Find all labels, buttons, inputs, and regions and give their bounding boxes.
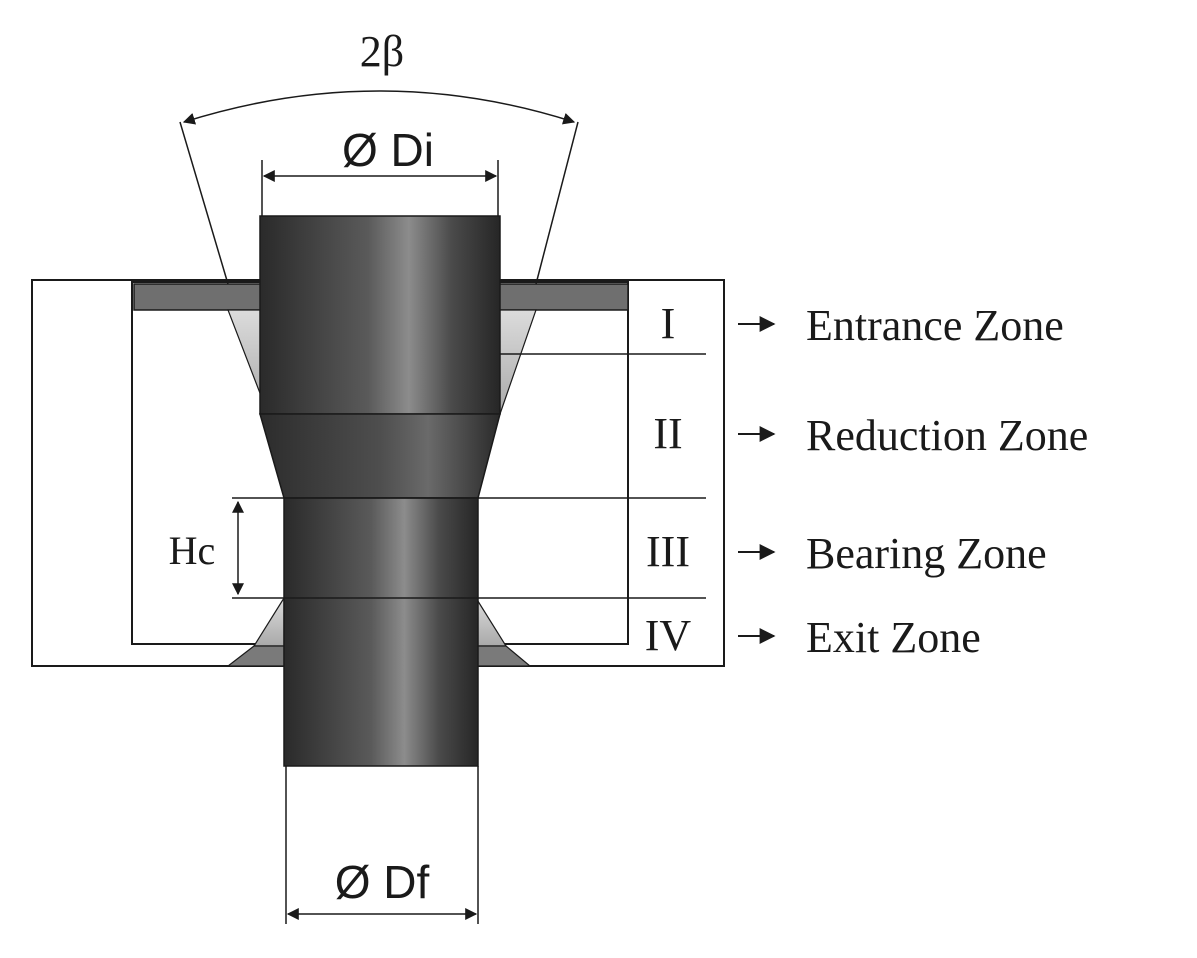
die-exit-plate-right xyxy=(475,645,532,667)
zone-name-3: Bearing Zone xyxy=(806,529,1047,578)
zone-name-4: Exit Zone xyxy=(806,613,981,662)
angle-extension-right xyxy=(535,121,579,285)
die-top-plate-right xyxy=(497,283,629,311)
zone-name-2: Reduction Zone xyxy=(806,411,1088,460)
df-label: Ø Df xyxy=(335,856,430,908)
wire-reduction-cone xyxy=(259,413,501,499)
die-entrance-cone-right xyxy=(497,309,537,415)
die-top-plate-left xyxy=(133,283,265,311)
zone-numeral-1: I xyxy=(661,299,676,348)
zone-numeral-2: II xyxy=(653,409,682,458)
die-exit-plate-left xyxy=(226,645,285,667)
die-exit-cone-left xyxy=(252,595,285,647)
zone-numeral-4: IV xyxy=(645,611,692,660)
hc-label: Hc xyxy=(169,528,216,573)
angle-extension-left xyxy=(179,121,229,285)
zone-name-1: Entrance Zone xyxy=(806,301,1064,350)
zone-numeral-3: III xyxy=(646,527,690,576)
wire-final-section xyxy=(283,497,479,767)
di-label: Ø Di xyxy=(342,124,434,176)
angle-label: 2β xyxy=(360,27,404,76)
wire-initial-section xyxy=(259,215,501,415)
die-exit-cone-right xyxy=(475,595,508,647)
angle-arc xyxy=(182,90,576,125)
